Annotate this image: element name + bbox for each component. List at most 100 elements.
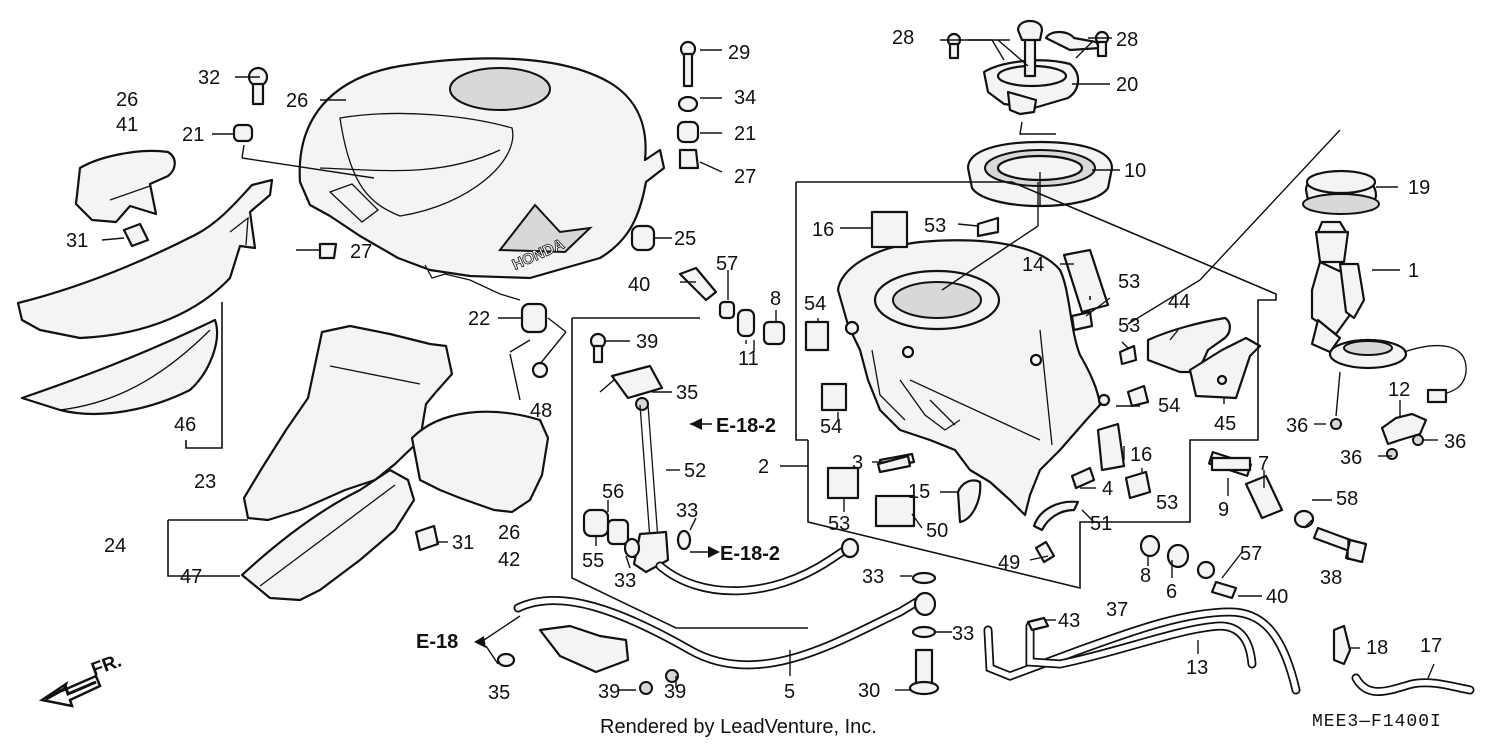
- callout-39-lower-b: 39: [664, 681, 686, 703]
- callout-33-a: 33: [676, 500, 698, 522]
- callout-2: 2: [758, 456, 769, 478]
- callout-28-right: 28: [1116, 29, 1138, 51]
- callout-39-upper: 39: [636, 331, 658, 353]
- ref-e-18-2-lower: E-18-2: [720, 543, 780, 565]
- callout-48: 48: [530, 400, 552, 422]
- callout-27-left: 27: [350, 241, 372, 263]
- callout-56: 56: [602, 481, 624, 503]
- fuel-feed-hose: [496, 571, 940, 696]
- render-credit: Rendered by LeadVenture, Inc.: [600, 716, 877, 738]
- callout-32: 32: [198, 67, 220, 89]
- callout-53-c: 53: [1118, 315, 1140, 337]
- callout-57-lower: 57: [1240, 543, 1262, 565]
- callout-39-lower-a: 39: [598, 681, 620, 703]
- callout-35-upper: 35: [676, 382, 698, 404]
- ref-e-18-2-upper: E-18-2: [716, 415, 776, 437]
- callout-46: 46: [174, 414, 196, 436]
- callout-11: 11: [738, 348, 759, 370]
- callout-12: 12: [1388, 379, 1410, 401]
- callout-17: 17: [1420, 635, 1442, 657]
- callout-4: 4: [1102, 478, 1113, 500]
- drain-hoses: [983, 607, 1475, 697]
- section-references: E-18-2 E-18-2 E-18: [416, 415, 780, 653]
- callout-52: 52: [684, 460, 706, 482]
- callout-54-b: 54: [820, 416, 842, 438]
- callout-47: 47: [180, 566, 202, 588]
- callout-53-b: 53: [1118, 271, 1140, 293]
- callout-10: 10: [1124, 160, 1146, 182]
- callout-43: 43: [1058, 610, 1080, 632]
- callout-9: 9: [1218, 499, 1229, 521]
- callout-8-lower: 8: [1140, 565, 1151, 587]
- callout-6: 6: [1166, 581, 1177, 603]
- callout-38: 38: [1320, 567, 1342, 589]
- callout-27-right: 27: [734, 166, 756, 188]
- callout-53-d: 53: [1156, 492, 1178, 514]
- callout-37: 37: [1106, 599, 1128, 621]
- tank-small-parts: [876, 454, 1080, 564]
- tank-cover: HONDA: [298, 57, 666, 301]
- tank-brackets: [1146, 316, 1262, 400]
- callout-24: 24: [104, 535, 126, 557]
- callout-54-a: 54: [804, 293, 826, 315]
- callout-51: 51: [1090, 513, 1112, 535]
- callout-15: 15: [908, 481, 930, 503]
- callout-53-e: 53: [828, 513, 850, 535]
- drain-fittings: [1210, 456, 1252, 472]
- callout-5: 5: [784, 681, 795, 703]
- callout-3: 3: [852, 452, 863, 474]
- callout-26-cap: 26: [116, 89, 138, 111]
- callout-36-a: 36: [1286, 415, 1308, 437]
- callout-35-lower: 35: [488, 682, 510, 704]
- callout-21-right: 21: [734, 123, 756, 145]
- side-cover-left: [240, 324, 550, 602]
- callout-45: 45: [1214, 413, 1236, 435]
- callout-26-cover: 26: [286, 90, 308, 112]
- callout-8-upper: 8: [770, 288, 781, 310]
- filler-cap: [946, 19, 1114, 208]
- side-cover-right: [16, 178, 274, 416]
- callout-28-left: 28: [892, 27, 914, 49]
- callout-30: 30: [858, 680, 880, 702]
- callout-26-lower: 26: [498, 522, 520, 544]
- side-cover-cap: [74, 149, 176, 224]
- fuel-pump: [1302, 169, 1467, 404]
- front-label: FR.: [89, 650, 125, 680]
- callout-34: 34: [734, 87, 756, 109]
- callout-58: 58: [1336, 488, 1358, 510]
- callout-19: 19: [1408, 177, 1430, 199]
- callout-7: 7: [1258, 453, 1269, 475]
- callout-13: 13: [1186, 657, 1208, 679]
- callout-33-b: 33: [614, 570, 636, 592]
- callout-55: 55: [582, 550, 604, 572]
- callout-22: 22: [468, 308, 490, 330]
- callout-54-c: 54: [1158, 395, 1180, 417]
- ref-e-18: E-18: [416, 631, 458, 653]
- callout-33-c: 33: [862, 566, 884, 588]
- callout-31-lower: 31: [452, 532, 474, 554]
- callout-29: 29: [728, 42, 750, 64]
- callout-16-upper: 16: [812, 219, 834, 241]
- callout-53-a: 53: [924, 215, 946, 237]
- callout-14: 14: [1022, 254, 1044, 276]
- callout-20: 20: [1116, 74, 1138, 96]
- callout-36-b: 36: [1340, 447, 1362, 469]
- callout-21-left: 21: [182, 124, 204, 146]
- callout-44: 44: [1168, 291, 1190, 313]
- callout-33-d: 33: [952, 623, 974, 645]
- callout-40-lower: 40: [1266, 586, 1288, 608]
- callout-36-c: 36: [1444, 431, 1466, 453]
- callout-50: 50: [926, 520, 948, 542]
- leader-lines: [101, 37, 1438, 691]
- callout-1: 1: [1408, 260, 1419, 282]
- callout-57-upper: 57: [716, 253, 738, 275]
- assembly-group-lines: [167, 181, 1277, 629]
- callout-25: 25: [674, 228, 696, 250]
- pump-bracket: [1330, 412, 1428, 460]
- callout-42: 42: [498, 549, 520, 571]
- callout-labels: 1 2 3 4 5 6 7 8 8 9 10 11 12 13 14 15 16…: [66, 27, 1466, 704]
- tank-stickers: [804, 210, 1152, 528]
- callout-49: 49: [998, 552, 1020, 574]
